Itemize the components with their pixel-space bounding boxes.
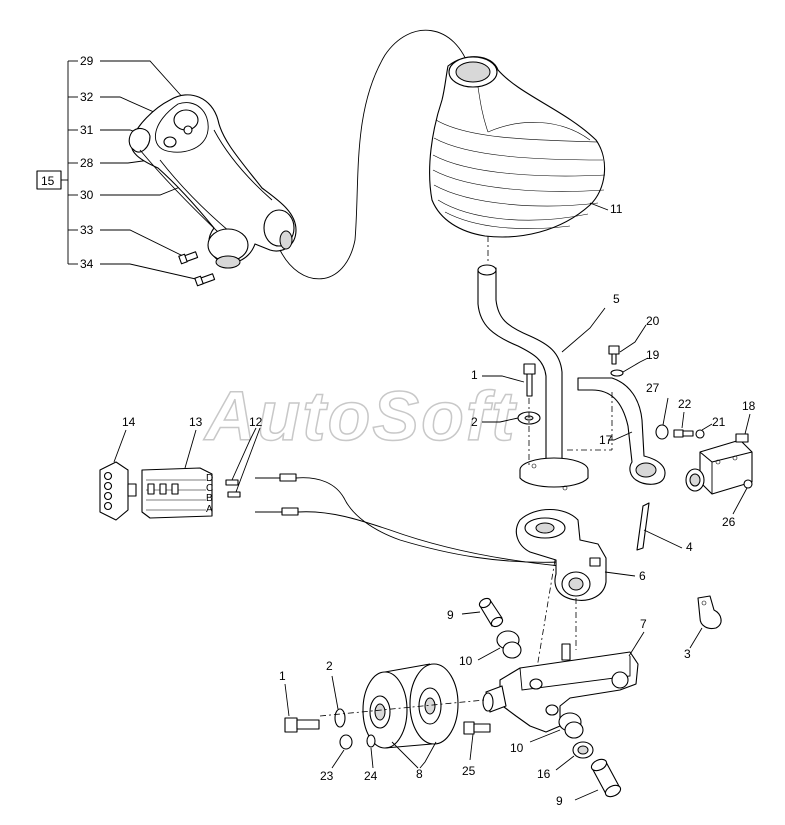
callout-10-upper: 10: [459, 654, 473, 668]
callout-31: 31: [80, 123, 94, 137]
callout-19: 19: [646, 348, 660, 362]
callout-11: 11: [610, 202, 623, 216]
group-bracket-15: 15: [36, 60, 78, 265]
callout-20: 20: [646, 314, 660, 328]
callout-34: 34: [80, 257, 94, 271]
pulley-8: [362, 663, 459, 749]
plate-6: [515, 509, 607, 601]
callout-2-upper: 2: [471, 415, 478, 429]
callout-1-lower: 1: [279, 669, 286, 683]
wire-harness: [255, 473, 561, 567]
washer-21: [695, 429, 705, 439]
callout-6: 6: [639, 569, 646, 583]
callout-25: 25: [462, 764, 476, 778]
bushing-9-lower: [590, 758, 622, 798]
washer-16: [572, 741, 594, 759]
pin-label-b: B: [206, 493, 213, 504]
callout-17: 17: [599, 433, 613, 447]
callout-13: 13: [189, 415, 203, 429]
screw-34: [194, 273, 216, 287]
screw-33: [178, 251, 199, 265]
nut-26: [743, 479, 753, 489]
bushing-27: [655, 424, 669, 440]
pin-label-d: D: [206, 473, 213, 484]
callout-1-upper: 1: [471, 368, 478, 382]
callout-12: 12: [249, 415, 263, 429]
pin-4: [636, 502, 650, 551]
bolt-22: [673, 429, 694, 438]
control-lever-5: [477, 264, 589, 491]
bolt-1-lower: [284, 717, 320, 733]
callout-7: 7: [640, 617, 647, 631]
connector-13: D C B A: [141, 467, 213, 519]
joystick-handle: [128, 94, 297, 269]
washer-19: [610, 369, 624, 377]
bracket-18: [685, 433, 753, 495]
callout-10-lower: 10: [510, 741, 524, 755]
connector-14: [99, 461, 137, 521]
callout-22: 22: [678, 397, 692, 411]
bracket-17: [577, 377, 666, 485]
callout-3: 3: [684, 647, 691, 661]
callout-33: 33: [80, 223, 94, 237]
callout-24: 24: [364, 769, 378, 783]
callout-4: 4: [686, 540, 693, 554]
callout-29: 29: [80, 54, 94, 68]
callout-9-upper: 9: [447, 608, 454, 622]
bolt-1-upper: [523, 363, 536, 397]
callout-9-lower: 9: [556, 794, 563, 808]
bushing-10-upper: [496, 630, 522, 659]
nut-23: [339, 734, 353, 750]
clip-3: [697, 595, 722, 630]
pivot-bracket-7: [482, 643, 639, 733]
callout-27: 27: [646, 381, 660, 395]
handle-wire: [279, 29, 471, 280]
terminal-12: [225, 479, 241, 498]
callout-18: 18: [742, 399, 756, 413]
callout-26: 26: [722, 515, 736, 529]
callout-15: 15: [41, 174, 55, 188]
bushing-10-lower: [558, 712, 584, 739]
washer-2-lower: [334, 708, 346, 728]
callout-21: 21: [712, 415, 726, 429]
bushing-9-upper: [478, 597, 504, 628]
rubber-boot-11: [429, 56, 606, 238]
pin-label-c: C: [206, 483, 213, 494]
pin-label-a: A: [206, 504, 213, 515]
callout-30: 30: [80, 188, 94, 202]
callout-2-lower: 2: [326, 659, 333, 673]
bolt-20: [608, 345, 620, 365]
callout-16: 16: [537, 767, 551, 781]
callout-8: 8: [416, 767, 423, 781]
callout-28: 28: [80, 156, 94, 170]
callout-32: 32: [80, 90, 94, 104]
callout-23: 23: [320, 769, 334, 783]
washer-24: [366, 734, 376, 748]
callout-14: 14: [122, 415, 136, 429]
callout-5: 5: [613, 292, 620, 306]
bolt-25: [463, 721, 491, 735]
